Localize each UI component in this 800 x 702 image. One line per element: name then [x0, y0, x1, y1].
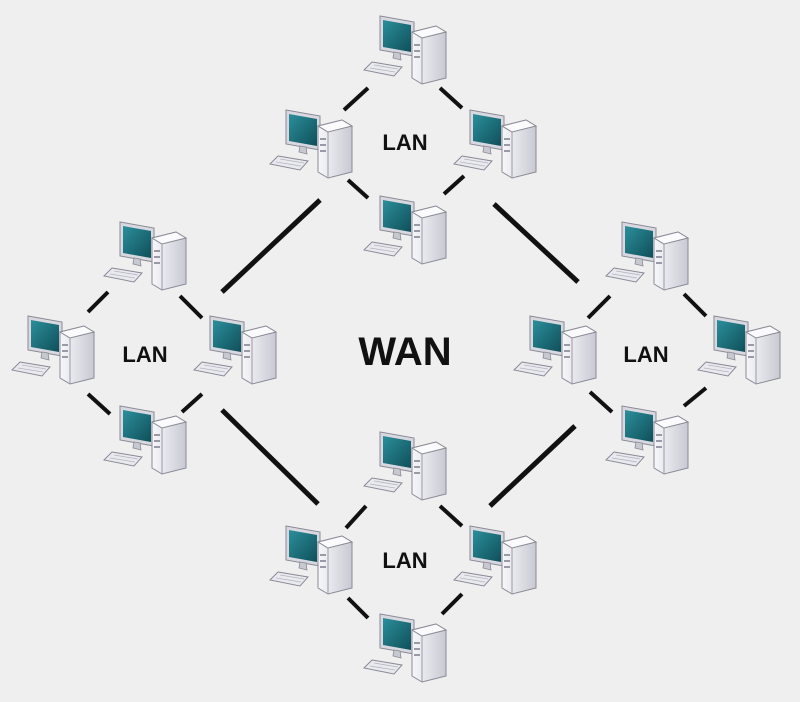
wan-links	[220, 198, 580, 508]
desktop-computer-icon	[605, 405, 689, 475]
desktop-computer-icon	[363, 431, 447, 501]
lan-label-top: LAN	[382, 130, 428, 155]
wan-link-left-bottom	[220, 408, 320, 506]
desktop-computer-icon	[269, 525, 353, 595]
desktop-computer-icon	[605, 221, 689, 291]
desktop-computer-icon	[513, 315, 597, 385]
desktop-computer-icon	[453, 109, 537, 179]
wan-link-right-bottom	[488, 424, 577, 508]
desktop-computer-icon	[363, 15, 447, 85]
lan-label-left: LAN	[122, 342, 168, 367]
lan-links	[86, 86, 708, 620]
desktop-computer-icon	[103, 221, 187, 291]
wan-link-top-right	[492, 202, 580, 284]
lan-label-bottom: LAN	[382, 548, 428, 573]
desktop-computer-icon	[193, 315, 277, 385]
lan-label-right: LAN	[623, 342, 669, 367]
wan-link-top-left	[220, 198, 322, 294]
desktop-computer-icon	[453, 525, 537, 595]
desktop-computer-icon	[363, 195, 447, 265]
desktop-computer-icon	[269, 109, 353, 179]
desktop-computer-icon	[363, 613, 447, 683]
desktop-computer-icon	[103, 405, 187, 475]
desktop-computer-icon	[697, 315, 781, 385]
desktop-computer-icon	[11, 315, 95, 385]
wan-label: WAN	[358, 330, 452, 374]
